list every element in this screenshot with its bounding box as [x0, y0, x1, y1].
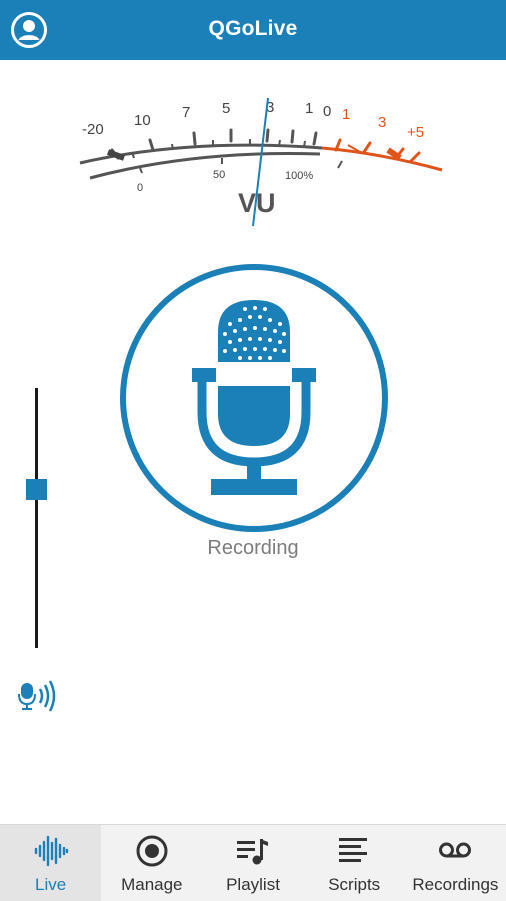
- nav-label: Scripts: [328, 875, 381, 894]
- waveform-icon: [34, 835, 68, 867]
- vu-scale-label-red: 3: [378, 114, 386, 131]
- nav-item-scripts[interactable]: Scripts: [304, 825, 405, 901]
- nav-item-live[interactable]: Live: [0, 825, 102, 901]
- vu-scale-label: -20: [82, 121, 104, 138]
- vu-scale-label: 7: [182, 104, 190, 121]
- vu-scale-label: 1: [305, 100, 313, 117]
- microphone-icon: [192, 300, 316, 495]
- vu-scale-label-red: +5: [407, 124, 424, 141]
- vu-percent-label: 50: [213, 169, 225, 181]
- vu-scale-label-red: 1: [342, 106, 350, 123]
- vu-meter: -20 10 7 5 3 1 0 1 3 +5 0 50 100% VU: [79, 97, 443, 227]
- vu-percent-label: 0: [137, 182, 143, 194]
- record-circle-icon: [136, 835, 168, 867]
- vu-scale-label: 10: [134, 112, 151, 129]
- nav-label: Manage: [121, 875, 183, 894]
- scripts-icon: [339, 838, 368, 862]
- record-button[interactable]: [118, 262, 390, 534]
- nav-label: Recordings: [412, 875, 499, 894]
- recording-status-label: Recording: [207, 537, 299, 559]
- nav-item-recordings[interactable]: Recordings: [405, 825, 506, 901]
- nav-item-manage[interactable]: Manage: [101, 825, 202, 901]
- app-title: QGoLive: [208, 17, 298, 40]
- nav-item-playlist[interactable]: Playlist: [202, 825, 303, 901]
- slider-track: [35, 388, 38, 648]
- vu-percent-label: 100%: [285, 170, 313, 182]
- mic-volume-icon: [18, 680, 56, 712]
- nav-label: Live: [35, 875, 67, 894]
- vu-scale-label: 3: [266, 99, 274, 116]
- slider-thumb[interactable]: [26, 479, 47, 500]
- vu-scale-label: 0: [323, 103, 331, 120]
- nav-label: Playlist: [226, 875, 280, 894]
- playlist-icon: [237, 839, 268, 865]
- vu-needle: [252, 97, 269, 227]
- app-bar: QGoLive: [0, 0, 506, 60]
- mic-gain-slider[interactable]: [22, 388, 52, 650]
- bottom-nav: Live Manage Playlist: [0, 824, 506, 901]
- voicemail-icon: [439, 842, 472, 858]
- account-icon[interactable]: [10, 11, 48, 49]
- vu-scale-label: 5: [222, 100, 230, 117]
